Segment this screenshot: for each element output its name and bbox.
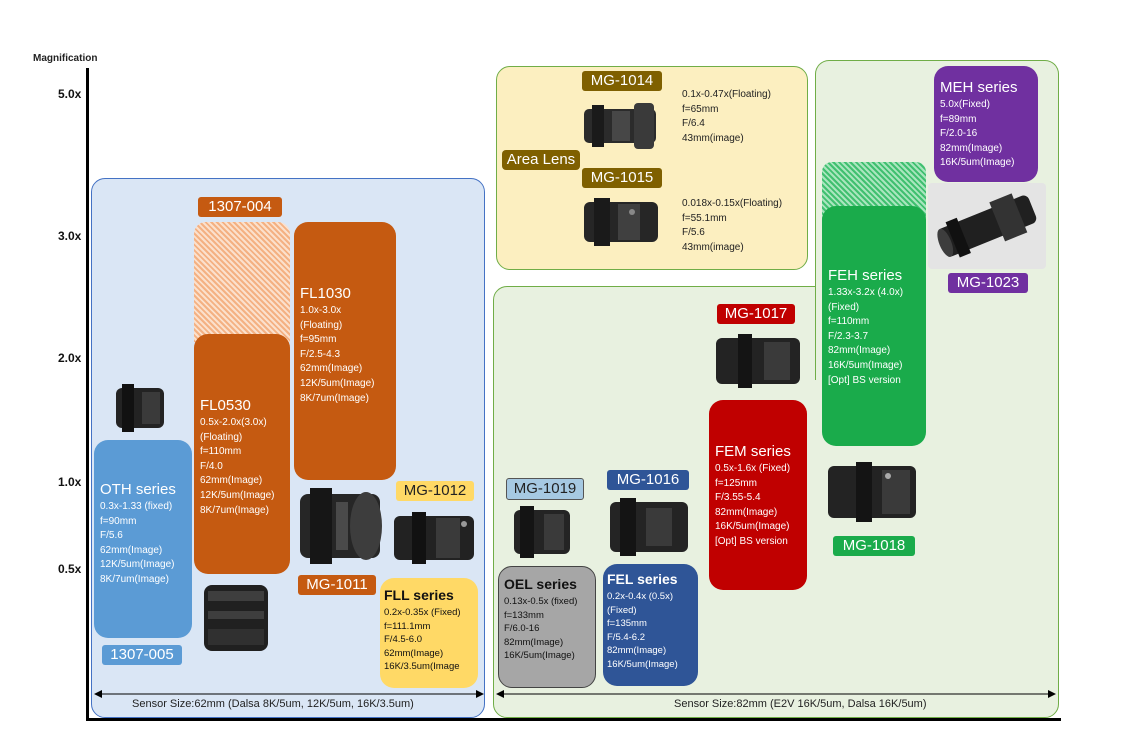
tag-1307-005: 1307-005 xyxy=(102,645,182,665)
tick-2x: 2.0x xyxy=(58,351,82,365)
tick-3x: 3.0x xyxy=(58,229,82,243)
mg-1014-lens-image xyxy=(582,95,662,155)
tick-1x: 1.0x xyxy=(58,475,82,489)
dalsa-sensor-arrow xyxy=(94,690,484,698)
dalsa-sensor-label: Sensor Size:62mm (Dalsa 8K/5um, 12K/5um,… xyxy=(132,698,414,710)
mg-1011-tag: MG-1011 xyxy=(298,575,376,595)
oth-lens-image xyxy=(112,380,168,436)
mg-1019-lens-image xyxy=(510,502,574,562)
mg-1015-lens-image xyxy=(582,190,662,252)
mg-1011-lens-image xyxy=(296,484,384,570)
y-axis-label: Magnification xyxy=(33,53,98,64)
y-axis-line xyxy=(86,68,89,720)
mg-1018-tag: MG-1018 xyxy=(833,536,915,556)
tick-5x: 5.0x xyxy=(58,87,82,101)
fl0530-extended-range xyxy=(194,222,290,342)
mg-1023-lens-image xyxy=(928,183,1046,269)
e2v-sensor-label: Sensor Size:82mm (E2V 16K/5um, Dalsa 16K… xyxy=(674,698,927,710)
mg-1019-tag: MG-1019 xyxy=(506,478,584,500)
tick-05x: 0.5x xyxy=(58,562,82,576)
area-lens-tag: Area Lens xyxy=(502,150,580,170)
1307-005-lens-image xyxy=(200,577,272,657)
mg-1023-tag: MG-1023 xyxy=(948,273,1028,293)
mg-1014-tag: MG-1014 xyxy=(582,71,662,91)
fel-series-box: FEL series 0.2x-0.4x (0.5x)(Fixed)f=135m… xyxy=(603,564,698,686)
e2v-sensor-arrow xyxy=(496,690,1056,698)
mg-1017-lens-image xyxy=(714,328,802,394)
mg-1017-tag: MG-1017 xyxy=(717,304,795,324)
mg-1018-lens-image xyxy=(826,456,918,528)
mg-1012-lens-image xyxy=(392,506,476,570)
x-axis-line xyxy=(86,718,1061,721)
mg-1016-tag: MG-1016 xyxy=(607,470,689,490)
mg-1012-tag: MG-1012 xyxy=(396,481,474,501)
mg-1015-tag: MG-1015 xyxy=(582,168,662,188)
feh-series-box: FEH series 1.33x-3.2x (4.0x)(Fixed)f=110… xyxy=(822,206,926,446)
mg-1016-lens-image xyxy=(606,494,692,560)
tag-1307-004: 1307-004 xyxy=(198,197,282,217)
